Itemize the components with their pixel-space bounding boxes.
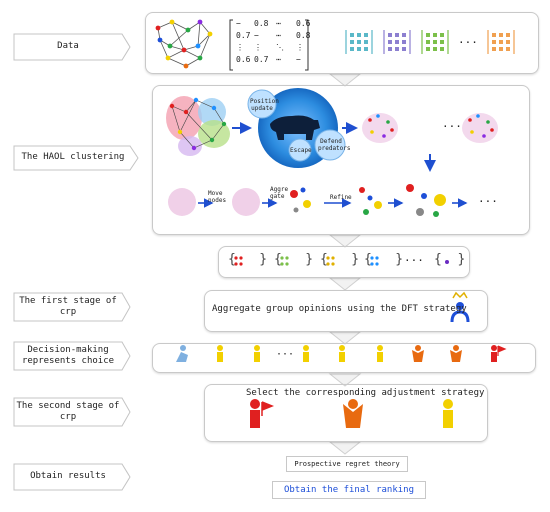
aggregate-dots <box>290 184 446 217</box>
step-label-first-stage: The first stage of crp <box>19 295 117 317</box>
matrix-cell: 0.6 <box>296 19 311 28</box>
first-stage-text: Aggregate group opinions using the DFT s… <box>212 304 467 314</box>
ellipsis: ··· <box>458 36 478 49</box>
matrix-row: ⋮ ⋮ ⋱ ⋮ <box>236 42 310 54</box>
matrix-cell: ⋯ <box>276 55 281 64</box>
chevron-decision <box>13 341 131 371</box>
matrix-cell: ⋮ <box>296 43 304 52</box>
matrix-cell: ⋮ <box>236 43 244 52</box>
down-chevron-3 <box>328 277 362 291</box>
first-stage-box <box>204 290 488 332</box>
chevron-first <box>13 292 131 322</box>
strategy-people <box>250 399 453 428</box>
step-chevrons <box>13 33 139 491</box>
group-brace-blue: { } <box>364 252 404 267</box>
braces-box <box>218 246 470 278</box>
cluster-graph-icon <box>166 96 230 156</box>
decision-box <box>152 343 536 373</box>
down-chevron-5 <box>328 373 362 387</box>
chevron-haol <box>13 145 139 171</box>
group-brace-red: { } <box>228 252 268 267</box>
second-stage-text: Select the corresponding adjustment stra… <box>246 388 485 398</box>
down-chevron-4 <box>328 331 362 345</box>
step-label-decision: Decision-making represents choice <box>21 344 115 366</box>
haol-step-icons <box>168 188 260 216</box>
matrix-cell: − <box>254 31 259 40</box>
prospective-regret-box: Prospective regret theory <box>286 456 408 472</box>
position-update-label: Position update <box>250 98 279 112</box>
matrix-cell: ⋯ <box>276 19 281 28</box>
cluster-result-icons <box>360 110 500 146</box>
hippo-globe-icon <box>247 88 346 168</box>
chevron-second <box>13 397 131 427</box>
data-box <box>145 12 539 74</box>
grid-icons <box>345 30 515 54</box>
matrix-cell: 0.7 <box>236 31 251 40</box>
matrix-row: − 0.8 ⋯ 0.6 <box>236 18 310 30</box>
matrix-cell: 0.8 <box>296 31 311 40</box>
matrix-row: 0.7 − ⋯ 0.8 <box>236 30 310 42</box>
final-ranking-box: Obtain the final ranking <box>272 481 426 499</box>
escape-label: Escape <box>290 147 312 154</box>
matrix-brackets <box>229 19 309 71</box>
defend-predators-label: Defend predators <box>318 138 351 152</box>
brace-dots <box>234 256 449 266</box>
step-label-data: Data <box>57 41 79 52</box>
cluster-dots <box>368 114 494 138</box>
aggregate-label: Aggre gate <box>270 186 289 200</box>
down-chevron-2 <box>328 234 362 248</box>
hippo-silhouette <box>270 115 320 140</box>
step-label-results: Obtain results <box>30 471 106 482</box>
person-dft-icon <box>450 291 470 323</box>
refine-label: Refine <box>330 194 352 201</box>
matrix-row: 0.6 0.7 ⋯ − <box>236 54 310 66</box>
ellipsis: ··· <box>442 120 462 133</box>
chevron-data <box>13 33 131 61</box>
decision-people <box>176 345 507 362</box>
step-label-haol: The HAOL clustering <box>21 152 125 163</box>
flow-chevrons <box>328 73 362 455</box>
matrix-cell: 0.6 <box>236 55 251 64</box>
move-nodes-label: Move nodes <box>208 190 227 204</box>
matrix-cell: 0.8 <box>254 19 269 28</box>
down-chevron-6 <box>328 441 362 455</box>
network-nodes <box>155 19 213 69</box>
group-brace-yellow: { } <box>320 252 360 267</box>
matrix-cell: − <box>296 55 301 64</box>
matrix-cell: ⋱ <box>276 43 284 52</box>
matrix-cell: ⋯ <box>276 31 281 40</box>
ellipsis: ··· <box>478 195 498 208</box>
haol-box <box>152 85 530 235</box>
chevron-results <box>13 463 131 491</box>
second-stage-box <box>204 384 488 442</box>
down-chevron-1 <box>328 73 362 87</box>
matrix-cell: − <box>236 19 241 28</box>
ellipsis: ··· <box>276 349 295 360</box>
similarity-matrix: − 0.8 ⋯ 0.6 0.7 − ⋯ 0.8 ⋮ ⋮ ⋱ ⋮ 0.6 0.7 … <box>236 18 310 66</box>
group-brace-green: { } <box>274 252 314 267</box>
step-label-second-stage: The second stage of crp <box>16 400 120 422</box>
matrix-cell: ⋮ <box>254 43 262 52</box>
group-brace-purple: { } <box>434 252 466 267</box>
matrix-cell: 0.7 <box>254 55 269 64</box>
ellipsis: ··· <box>404 254 424 267</box>
